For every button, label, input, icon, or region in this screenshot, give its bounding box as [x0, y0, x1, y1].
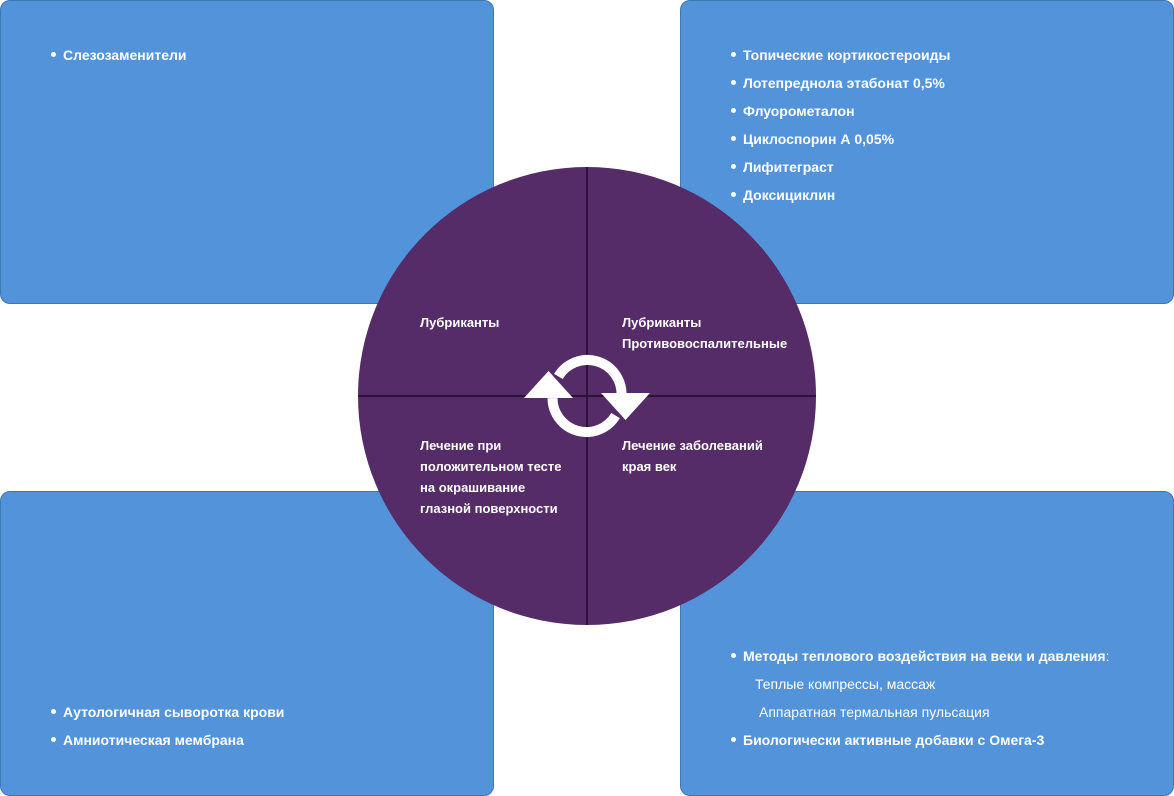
quadrant-label-line: Противовоспалительные	[622, 336, 788, 351]
list-item-text: Методы теплового воздействия на веки и д…	[743, 648, 1106, 664]
list-item: Доксициклин	[731, 181, 950, 209]
list-item: Слезозаменители	[51, 41, 187, 69]
quadrant-label-line: Лечение заболеваний	[622, 438, 763, 453]
quadrant-label-bottom-right: Лечение заболеваний края век	[622, 435, 763, 477]
list-top-left: Слезозаменители	[51, 41, 187, 69]
circle-graphic	[358, 167, 816, 625]
quadrant-label-line: глазной поверхности	[420, 501, 558, 516]
quadrant-label-line: Лубриканты	[420, 315, 500, 330]
list-item: Лифитеграст	[731, 153, 950, 181]
list-bottom-right-1: Методы теплового воздействия на веки и д…	[731, 642, 1109, 670]
sub-item: Теплые компрессы, массаж	[755, 676, 936, 692]
list-bottom-left: Аутологичная сыворотка крови Амниотическ…	[51, 698, 284, 754]
quadrant-label-line: положительном тесте	[420, 459, 562, 474]
quadrant-label-bottom-left: Лечение при положительном тесте на окраш…	[420, 435, 561, 519]
quadrant-label-line: Лечение при	[420, 438, 502, 453]
list-item: Циклоспорин А 0,05%	[731, 125, 950, 153]
list-item: Методы теплового воздействия на веки и д…	[731, 642, 1109, 670]
quadrant-label-line: Лубриканты	[622, 315, 702, 330]
list-item: Топические кортикостероиды	[731, 41, 950, 69]
quadrant-label-line: на окрашивание	[420, 480, 526, 495]
list-top-right: Топические кортикостероиды Лотепреднола …	[731, 41, 950, 209]
list-item: Флуорометалон	[731, 97, 950, 125]
list-item: Биологически активные добавки с Омега-3	[731, 726, 1044, 754]
list-item: Аутологичная сыворотка крови	[51, 698, 284, 726]
panel-top-right: Топические кортикостероиды Лотепреднола …	[680, 0, 1174, 304]
list-item-suffix: :	[1105, 648, 1110, 664]
quadrant-label-top-right: Лубриканты Противовоспалительные	[622, 312, 787, 354]
list-item: Амниотическая мембрана	[51, 726, 284, 754]
center-circle: Лубриканты Лубриканты Противовоспалитель…	[358, 167, 816, 625]
panel-top-left: Слезозаменители	[0, 0, 494, 304]
list-bottom-right-2: Биологически активные добавки с Омега-3	[731, 726, 1044, 754]
quadrant-label-line: края век	[622, 459, 677, 474]
quadrant-label-top-left: Лубриканты	[420, 312, 499, 333]
list-item: Лотепреднола этабонат 0,5%	[731, 69, 950, 97]
sub-item: Аппаратная термальная пульсация	[759, 704, 990, 720]
cycle-arrows-icon	[524, 355, 650, 437]
